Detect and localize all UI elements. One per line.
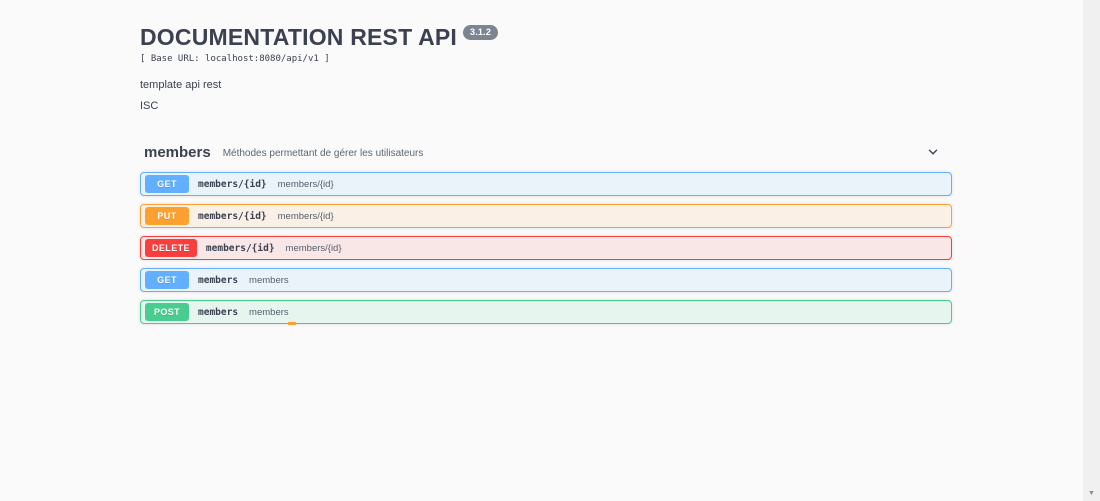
page-title: DOCUMENTATION REST API 3.1.2 — [140, 24, 952, 50]
api-license[interactable]: ISC — [140, 100, 159, 112]
method-badge: POST — [145, 303, 189, 321]
opblock-get-members[interactable]: GET members members — [140, 268, 952, 292]
section-title: members — [144, 143, 211, 161]
operations-list: GET members/{id} members/{id} PUT member… — [140, 172, 952, 325]
method-badge: DELETE — [145, 239, 197, 257]
chevron-down-icon[interactable] — [926, 145, 940, 159]
endpoint-description: members — [249, 274, 289, 286]
method-badge: GET — [145, 271, 189, 289]
endpoint-description: members — [249, 306, 289, 318]
swagger-page: DOCUMENTATION REST API 3.1.2 [ Base URL:… — [140, 24, 952, 332]
version-badge: 3.1.2 — [463, 25, 499, 40]
section-header-members[interactable]: members Méthodes permettant de gérer les… — [140, 143, 952, 161]
endpoint-path: members/{id} — [205, 242, 275, 254]
endpoint-description: members/{id} — [277, 178, 334, 190]
vertical-scrollbar[interactable]: ▼ — [1083, 0, 1100, 501]
opblock-delete-members-id[interactable]: DELETE members/{id} members/{id} — [140, 236, 952, 260]
opblock-post-members[interactable]: POST members members — [140, 300, 952, 325]
endpoint-path: members — [198, 306, 239, 318]
endpoint-path: members/{id} — [198, 210, 267, 222]
endpoint-path: members — [198, 274, 239, 286]
api-title-text: DOCUMENTATION REST API — [140, 24, 458, 50]
method-badge: GET — [145, 175, 189, 193]
endpoint-path: members/{id} — [198, 178, 267, 190]
endpoint-description: members/{id} — [277, 210, 334, 222]
opblock-get-members-id[interactable]: GET members/{id} members/{id} — [140, 172, 952, 196]
endpoint-description: members/{id} — [285, 242, 342, 254]
scrollbar-down-arrow-icon[interactable]: ▼ — [1088, 490, 1095, 497]
section-description: Méthodes permettant de gérer les utilisa… — [222, 147, 424, 159]
orange-highlight-marker — [288, 322, 296, 325]
opblock-put-members-id[interactable]: PUT members/{id} members/{id} — [140, 204, 952, 228]
base-url: [ Base URL: localhost:8080/api/v1 ] — [140, 54, 330, 64]
method-badge: PUT — [145, 207, 189, 225]
api-description: template api rest — [140, 79, 222, 91]
